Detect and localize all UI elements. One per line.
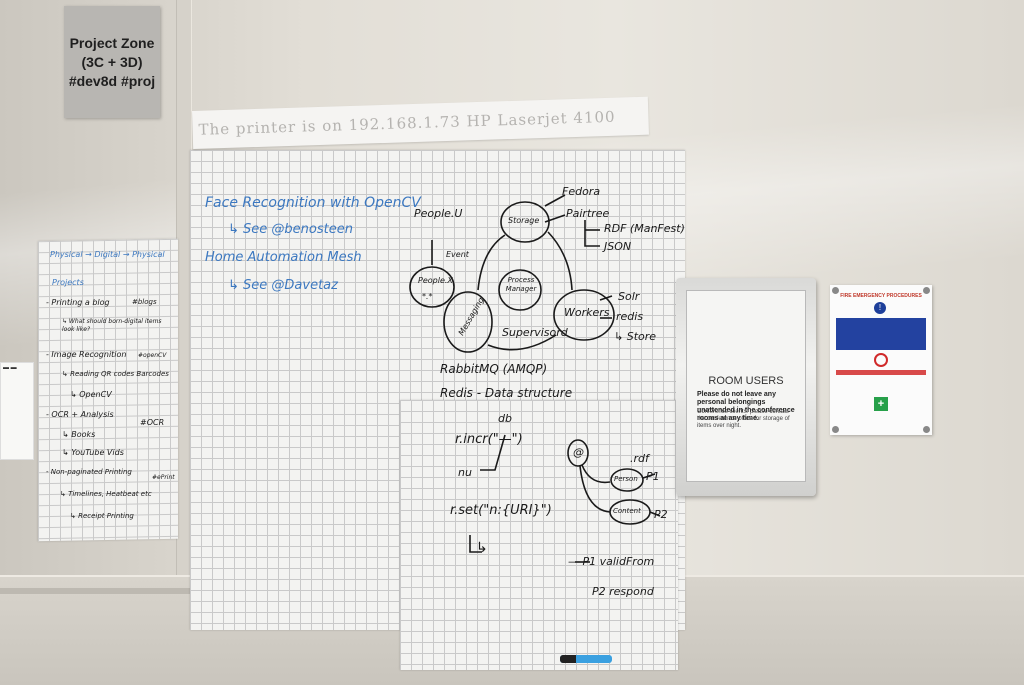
label-redis-structure: Redis - Data structure	[440, 386, 573, 400]
sign-line-1: Project Zone	[69, 34, 155, 51]
whiteboard-marker-cap	[560, 655, 576, 663]
label-storage: Storage	[508, 216, 540, 225]
label-person: Person	[614, 475, 638, 483]
pin-icon	[832, 287, 839, 294]
label-json: JSON	[604, 240, 632, 253]
notice-red-bar	[836, 370, 926, 375]
pin-icon	[923, 426, 930, 433]
label-at: @	[573, 446, 584, 459]
label-r-set: r.set("n:{URI}")	[450, 503, 552, 518]
label-content: Content	[613, 507, 641, 515]
left-item: - Image Recognition	[46, 350, 127, 359]
label-nu: nu	[458, 466, 472, 479]
emergency-notice: FIRE EMERGENCY PROCEDURES ! +	[830, 285, 932, 435]
label-p2: P2	[654, 508, 668, 521]
label-db: db	[498, 412, 512, 425]
left-item: - Non-paginated Printing	[46, 468, 132, 476]
label-people-u: People.U	[414, 207, 463, 220]
blue-note: ↳ See @benosteen	[228, 222, 353, 237]
left-item: ↳ Reading QR codes Barcodes	[62, 370, 169, 378]
prohibited-icon	[874, 353, 888, 367]
pin-icon	[923, 287, 930, 294]
left-item: ↳ Books	[62, 430, 96, 439]
left-item: - OCR + Analysis	[46, 410, 114, 419]
sign-line-3: #dev8d #proj	[68, 72, 156, 89]
project-zone-sign: Project Zone (3C + 3D) #dev8d #proj	[64, 6, 160, 118]
sign-line-2: (3C + 3D)	[81, 53, 143, 70]
left-item: ↳ OpenCV	[70, 390, 112, 399]
room-users-instructions: Conference clients: please contact the c…	[697, 409, 790, 429]
label-rdf: RDF (ManFest)	[604, 222, 685, 235]
label-r-incr: r.incr("—")	[455, 432, 523, 447]
notice-blue-panel	[836, 318, 926, 350]
lower-whiteboard-sheet	[400, 400, 678, 670]
left-edge-leaflet: ▬ ▬	[0, 362, 34, 460]
left-item: ↳ Receipt Printing	[70, 512, 134, 520]
left-item: ↳ Timelines, Heatbeat etc	[60, 490, 152, 498]
blue-note: Face Recognition with OpenCV	[205, 195, 421, 211]
whiteboard-marker	[560, 655, 612, 663]
label-pairtree: Pairtree	[566, 207, 610, 220]
left-subheading: Projects	[52, 278, 84, 287]
left-tag: #openCV	[138, 352, 167, 359]
pin-icon	[832, 426, 839, 433]
left-heading: Physical → Digital → Physical	[50, 250, 165, 259]
room-users-warning: Please do not leave any personal belongi…	[697, 391, 795, 422]
label-workers: Workers	[564, 306, 610, 319]
room-users-title: ROOM USERS	[708, 375, 784, 387]
label-star: *.*	[422, 292, 433, 301]
info-icon: !	[874, 302, 886, 314]
label-store: ↳ Store	[614, 330, 657, 343]
first-aid-icon: +	[874, 397, 888, 411]
left-item: ↳ What should born-digital items look li…	[62, 318, 162, 333]
label-supervisord: Supervisord	[502, 326, 568, 339]
label-fedora: Fedora	[562, 185, 601, 198]
label-arrow: ↳	[476, 540, 488, 556]
room-users-frame: ROOM USERS Please do not leave any perso…	[676, 278, 816, 496]
left-item: - Printing a blog	[46, 298, 110, 307]
left-tag: #blogs	[132, 298, 157, 306]
left-tag: #ePrint	[152, 474, 175, 481]
label-rdf-ext: .rdf	[630, 452, 649, 465]
left-item: ↳ YouTube Vids	[62, 448, 124, 457]
label-event: Event	[446, 250, 469, 259]
label-redis: redis	[616, 310, 644, 323]
leaflet-placeholder: ▬ ▬	[3, 365, 17, 371]
label-p1: P1	[646, 470, 660, 483]
label-people-x: People.X	[418, 276, 453, 285]
room-users-sign: ROOM USERS Please do not leave any perso…	[686, 290, 806, 482]
label-rabbitmq: RabbitMQ (AMQP)	[440, 362, 548, 376]
left-tag: #OCR	[140, 418, 165, 427]
label-p1-validfrom: — P1 validFrom	[568, 555, 655, 568]
blue-note: Home Automation Mesh	[205, 250, 362, 265]
label-solr: Solr	[618, 290, 640, 303]
blue-note: ↳ See @Davetaz	[228, 278, 338, 293]
label-p2-respond: P2 respond	[592, 585, 654, 598]
notice-title: FIRE EMERGENCY PROCEDURES	[840, 293, 922, 299]
label-process-manager: Process Manager	[505, 276, 537, 293]
